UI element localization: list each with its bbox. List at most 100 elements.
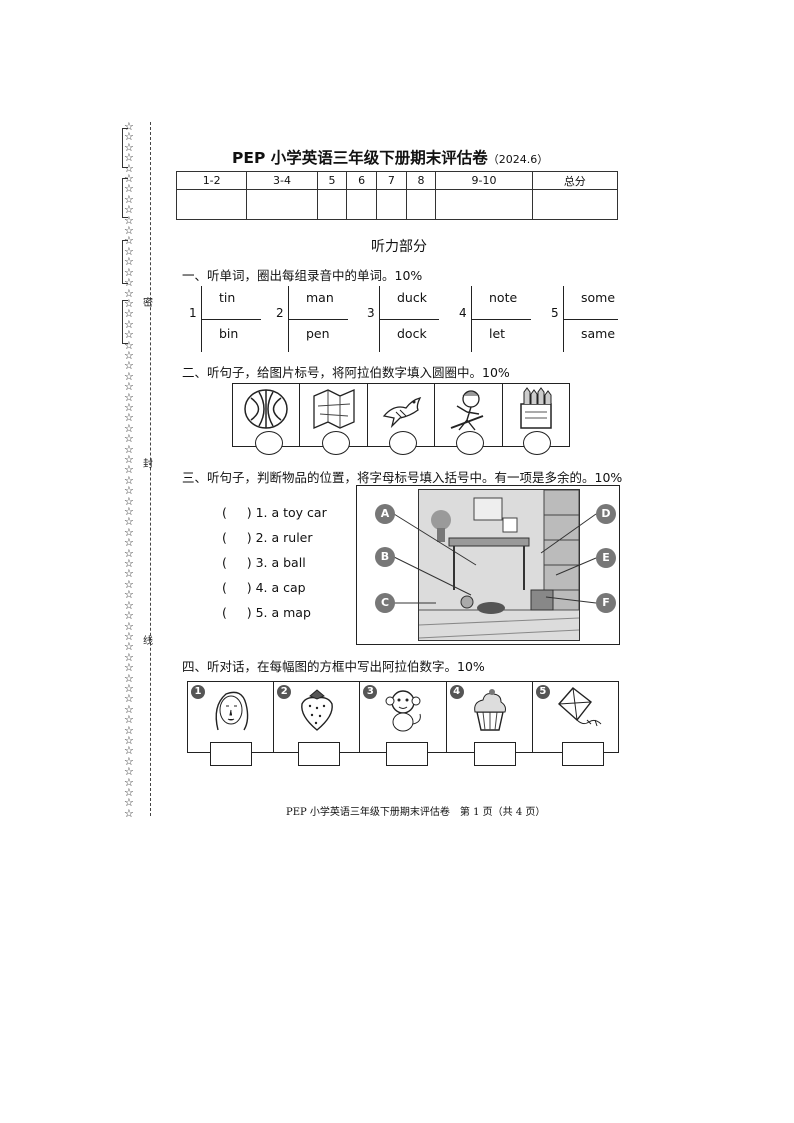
part3-item[interactable]: ( ) 1. a toy car <box>222 505 327 520</box>
score-header-cell: 7 <box>376 171 407 190</box>
room-scene-icon <box>418 489 580 640</box>
score-input-cell[interactable] <box>316 189 348 220</box>
score-input-cell[interactable] <box>531 189 619 220</box>
bird-icon <box>382 397 422 429</box>
margin-label-feng: 封 <box>143 459 153 470</box>
word-group-number: 3 <box>367 306 375 320</box>
margin-star-border: ☆ ☆ ☆ ☆ ☆ ☆ ☆ ☆ ☆ ☆ ☆ ☆ ☆ ☆ ☆ ☆ ☆ ☆ ☆ ☆ … <box>124 122 134 820</box>
girl-icon <box>450 390 484 431</box>
letter-b-label: B <box>375 547 395 567</box>
divider <box>379 319 439 320</box>
picture-cell <box>300 384 368 446</box>
divider <box>471 319 531 320</box>
word-option[interactable]: same <box>581 326 616 341</box>
part4-title: 四、听对话，在每幅图的方框中写出阿拉伯数字。10% <box>182 659 485 674</box>
picture-cell <box>503 384 569 446</box>
letter-f-label: F <box>596 593 616 613</box>
part3-item[interactable]: ( ) 3. a ball <box>222 555 306 570</box>
word-option[interactable]: tin <box>219 290 236 305</box>
score-input-cell[interactable] <box>346 189 377 220</box>
divider <box>563 319 618 320</box>
score-header-cell: 总分 <box>531 171 619 190</box>
part3-item[interactable]: ( ) 2. a ruler <box>222 530 313 545</box>
score-header-cell: 1-2 <box>175 171 248 190</box>
watermelon-icon <box>244 389 288 429</box>
margin-bracket <box>122 300 128 344</box>
letter-d-label: D <box>596 504 616 524</box>
picture-cell <box>368 384 436 446</box>
part4-picture-strip: 1 2 3 4 <box>187 681 619 753</box>
word-group-number: 4 <box>459 306 467 320</box>
title-year: （2024.6） <box>487 153 549 166</box>
picture-cell: 5 <box>533 682 618 752</box>
part3-item[interactable]: ( ) 5. a map <box>222 605 311 620</box>
score-input-cell[interactable] <box>435 189 533 220</box>
word-group-number: 5 <box>551 306 559 320</box>
letter-e-label: E <box>596 548 616 568</box>
score-header-cell: 8 <box>405 171 437 190</box>
picture-number: 4 <box>449 685 464 699</box>
part1-title: 一、听单词，圈出每组录音中的单词。10% <box>182 268 423 283</box>
cupcake-icon <box>473 689 506 731</box>
score-input-cell[interactable] <box>376 189 407 220</box>
part3-title: 三、听句子，判断物品的位置，将字母标号填入括号中。有一项是多余的。10% <box>182 470 623 485</box>
score-input-cell[interactable] <box>405 189 437 220</box>
answer-box[interactable] <box>298 742 340 766</box>
picture-number: 2 <box>277 685 292 699</box>
word-option[interactable]: duck <box>397 290 427 305</box>
answer-circle[interactable] <box>255 431 283 455</box>
margin-bracket <box>122 240 128 284</box>
word-option[interactable]: let <box>489 326 506 341</box>
pointer-lines <box>393 513 597 604</box>
word-option[interactable]: dock <box>397 326 427 341</box>
score-header-cell: 5 <box>316 171 348 190</box>
woman-face-icon <box>215 691 249 731</box>
answer-box[interactable] <box>210 742 252 766</box>
listening-section-title: 听力部分 <box>371 239 427 255</box>
picture-number: 1 <box>191 685 205 699</box>
answer-box[interactable] <box>562 742 604 766</box>
letter-c-label: C <box>375 593 395 613</box>
divider <box>288 319 348 320</box>
answer-box[interactable] <box>386 742 428 766</box>
margin-cut-line <box>150 122 151 816</box>
answer-circle[interactable] <box>322 431 350 455</box>
score-input-cell[interactable] <box>246 189 318 220</box>
answer-circle[interactable] <box>456 431 484 455</box>
picture-number: 5 <box>535 685 550 699</box>
crayons-icon <box>519 387 552 429</box>
word-group-number: 2 <box>276 306 284 320</box>
margin-bracket <box>122 128 128 168</box>
room-picture <box>418 489 580 641</box>
letter-a-label: A <box>375 504 395 524</box>
monkey-icon <box>385 690 422 732</box>
answer-circle[interactable] <box>389 431 417 455</box>
picture-cell: 3 <box>360 682 447 752</box>
kite-icon <box>557 687 602 727</box>
picture-number: 3 <box>363 685 378 699</box>
picture-cell <box>435 384 503 446</box>
picture-cell: 4 <box>447 682 533 752</box>
word-option[interactable]: man <box>306 290 334 305</box>
margin-label-mi: 密 <box>143 298 153 309</box>
map-icon <box>313 389 356 429</box>
score-input-cell[interactable] <box>175 189 248 220</box>
picture-cell: 1 <box>188 682 275 752</box>
word-option[interactable]: some <box>581 290 616 305</box>
score-header-cell: 6 <box>346 171 377 190</box>
word-group-number: 1 <box>189 306 197 320</box>
page-footer: PEP 小学英语三年级下册期末评估卷 第 1 页（共 4 页） <box>286 807 546 818</box>
picture-cell: 2 <box>274 682 361 752</box>
score-table: 1-2 3-4 5 6 7 8 9-10 总分 <box>175 171 619 220</box>
room-picture-frame <box>356 485 620 645</box>
picture-cell <box>233 384 301 446</box>
answer-box[interactable] <box>474 742 516 766</box>
word-option[interactable]: pen <box>306 326 330 341</box>
word-option[interactable]: bin <box>219 326 239 341</box>
divider <box>201 319 261 320</box>
score-header-cell: 3-4 <box>246 171 318 190</box>
part3-item[interactable]: ( ) 4. a cap <box>222 580 306 595</box>
answer-circle[interactable] <box>523 431 551 455</box>
part2-title: 二、听句子，给图片标号，将阿拉伯数字填入圆圈中。10% <box>182 365 510 380</box>
word-option[interactable]: note <box>489 290 518 305</box>
